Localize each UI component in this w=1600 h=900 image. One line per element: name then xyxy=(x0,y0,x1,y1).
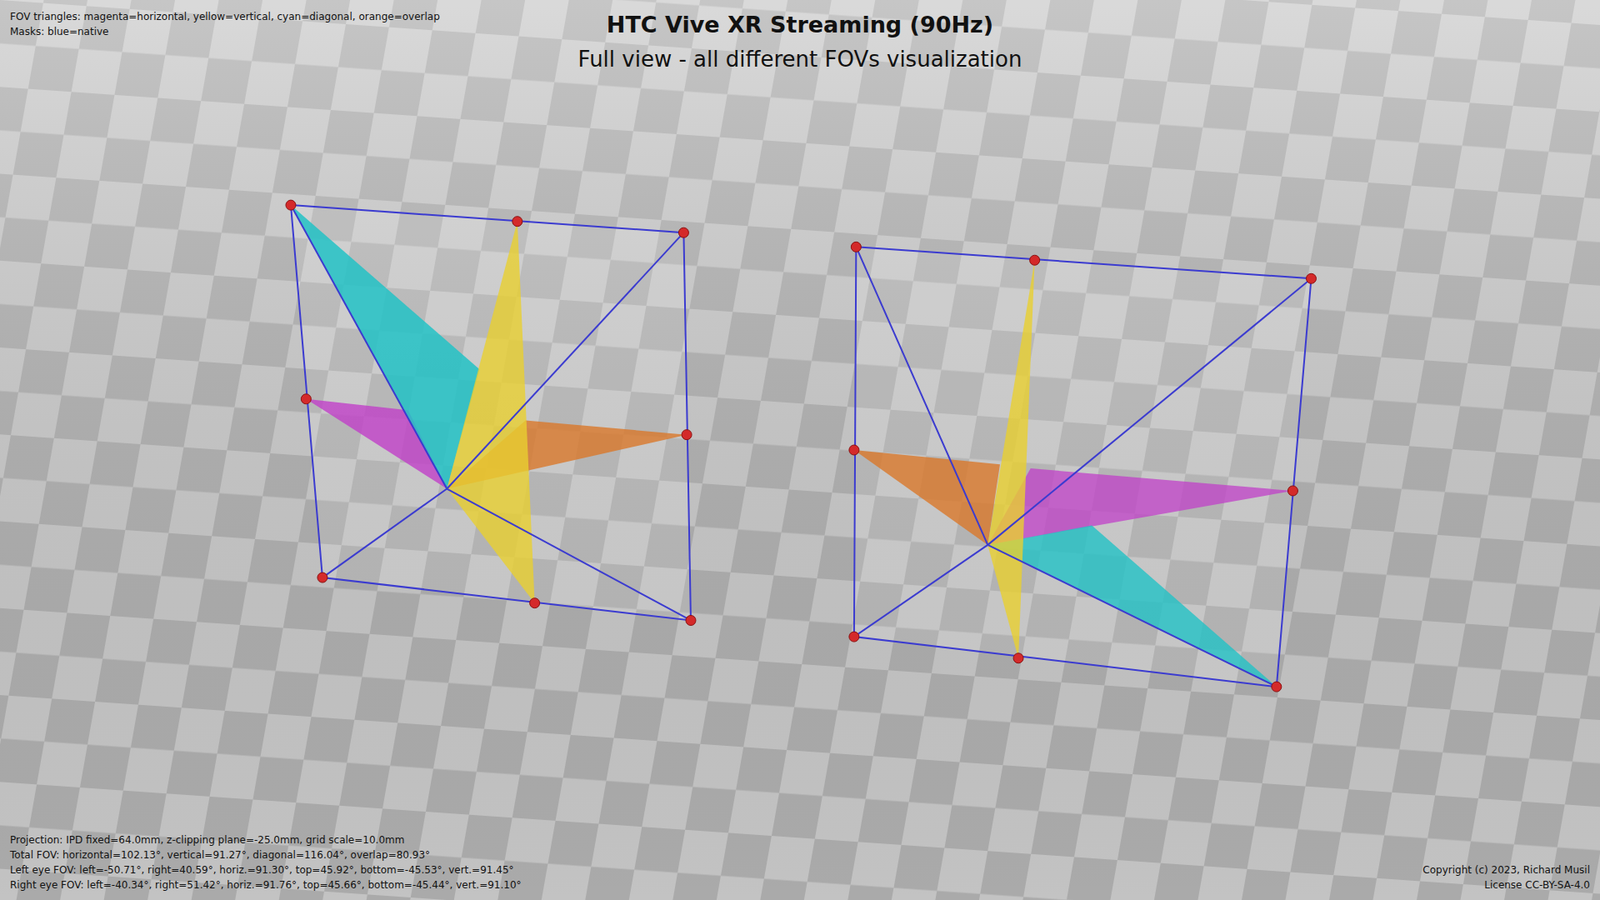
eye-fov-panel xyxy=(849,241,1317,692)
info-label: Right eye FOV: left=-40.34°, right=51.42… xyxy=(10,879,522,891)
diagonal-line xyxy=(322,489,447,579)
fov-triangle xyxy=(290,205,480,489)
info-label: Masks: blue=native xyxy=(10,25,110,38)
diagonal-line xyxy=(446,489,691,621)
fov-point xyxy=(1287,485,1298,496)
info-label: Copyright (c) 2023, Richard Musil xyxy=(1422,864,1590,876)
info-label: Left eye FOV: left=-50.71°, right=40.59°… xyxy=(10,864,515,876)
fov-point xyxy=(1030,255,1040,265)
diagonal-line xyxy=(987,278,1311,545)
title: HTC Vive XR Streaming (90Hz) xyxy=(606,11,994,38)
fov-point xyxy=(300,394,311,405)
diagonal-line xyxy=(854,545,988,637)
fov-point xyxy=(678,227,689,238)
mask-fill xyxy=(290,205,691,620)
native-mask-outline xyxy=(290,205,691,620)
fov-point xyxy=(1013,653,1024,664)
fov-point xyxy=(1271,681,1282,692)
fov-point xyxy=(317,572,328,583)
diagonal-line xyxy=(290,205,447,489)
fov-triangle xyxy=(446,221,535,604)
info-label: Total FOV: horizontal=102.13°, vertical=… xyxy=(10,849,430,861)
eye-fov-panel xyxy=(285,200,696,625)
info-label: License CC-BY-SA-4.0 xyxy=(1484,879,1590,891)
fov-point xyxy=(850,241,861,252)
fov-point xyxy=(849,631,860,642)
fov-point xyxy=(512,216,523,227)
fov-point xyxy=(681,430,692,440)
fov-point xyxy=(285,200,296,210)
diagonal-line xyxy=(855,246,988,545)
caption: Full view - all different FOVs visualiza… xyxy=(578,46,1023,72)
diagonal-line xyxy=(446,232,684,489)
native-mask-outline xyxy=(854,246,1312,687)
fov-triangle xyxy=(987,260,1035,659)
info-label: FOV triangles: magenta=horizontal, yello… xyxy=(10,10,440,23)
fov-point xyxy=(530,598,540,609)
diagonal-line xyxy=(987,545,1277,687)
info-label: Projection: IPD fixed=64.0mm, z-clipping… xyxy=(10,834,405,846)
fov-point xyxy=(1305,273,1316,284)
fov-triangle xyxy=(854,450,1000,545)
fov-point xyxy=(849,445,860,455)
fov-triangle xyxy=(987,525,1277,687)
mask-fill xyxy=(854,246,1312,687)
fov-point xyxy=(685,615,696,625)
